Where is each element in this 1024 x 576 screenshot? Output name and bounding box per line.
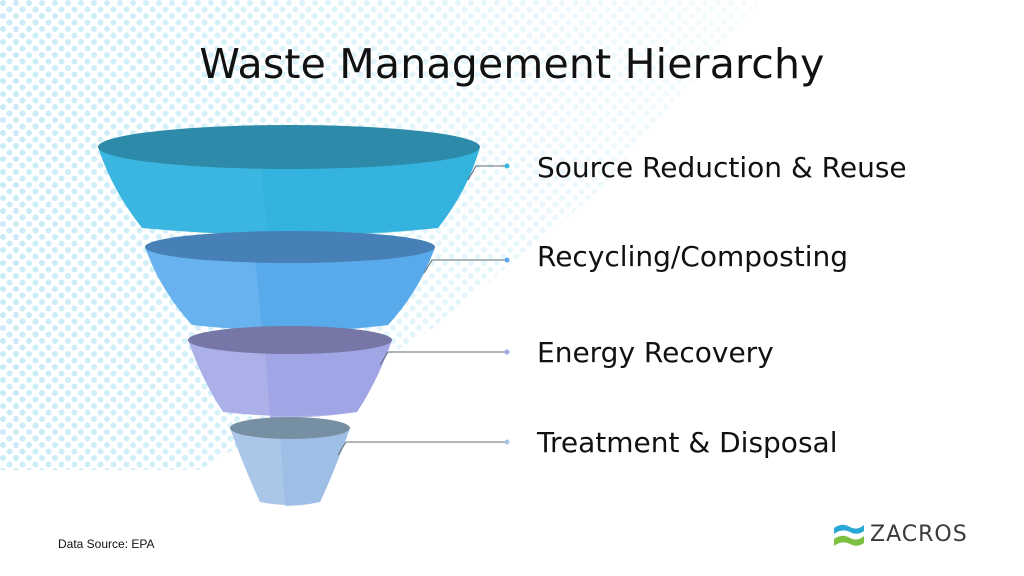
- wave-logo-icon: [834, 524, 864, 546]
- funnel-level-energy-recovery: [188, 326, 392, 418]
- level-label-energy-recovery: Energy Recovery: [537, 336, 774, 369]
- connector-line-4: [337, 439, 510, 456]
- zacros-logo: ZACROS: [832, 521, 982, 553]
- connector-line-1: [467, 163, 510, 181]
- funnel-level-source-reduction: [98, 125, 480, 237]
- page-title: Waste Management Hierarchy: [199, 40, 825, 88]
- funnel-level-treatment-disposal: [230, 417, 350, 506]
- level-label-treatment-disposal: Treatment & Disposal: [537, 426, 838, 459]
- connector-line-2: [423, 257, 510, 274]
- connector-line-3: [379, 349, 510, 366]
- level-label-source-reduction: Source Reduction & Reuse: [537, 151, 907, 184]
- data-source-note: Data Source: EPA: [58, 537, 155, 551]
- logo-wordmark: ZACROS: [870, 522, 968, 547]
- level-label-recycling: Recycling/Composting: [537, 240, 849, 273]
- funnel-level-recycling: [145, 231, 435, 333]
